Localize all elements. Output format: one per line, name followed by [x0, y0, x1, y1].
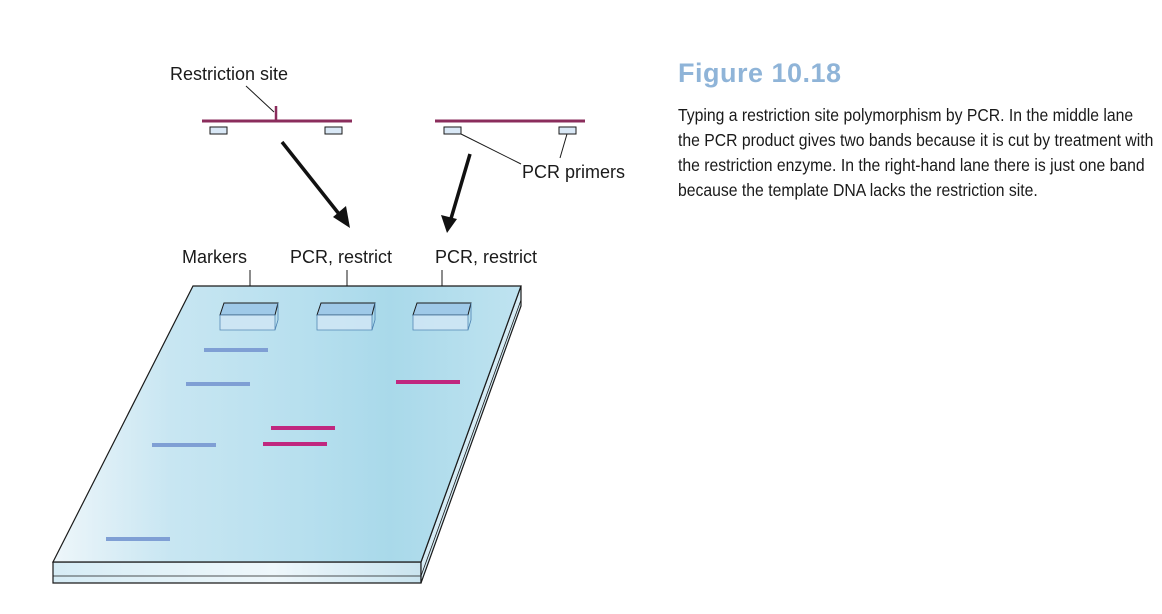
- restriction-site-label: Restriction site: [170, 64, 288, 84]
- dna-without-site: [435, 119, 585, 135]
- well-right: [412, 302, 472, 331]
- primer-right-2: [558, 126, 577, 135]
- well-markers: [219, 302, 279, 331]
- pcr-gel-diagram: Restriction site PCR primers Markers PCR…: [52, 64, 625, 584]
- well-middle: [316, 302, 376, 331]
- primer-left-1: [209, 126, 228, 135]
- figure-text: Figure 10.18 Typing a restriction site p…: [678, 58, 1158, 203]
- gel-slab: [52, 285, 522, 584]
- arrow-to-middle-lane: [280, 140, 350, 228]
- gel-top-surface: [52, 285, 522, 563]
- primer-leader-2: [559, 133, 568, 159]
- primer-leader-1: [460, 133, 522, 165]
- figure-caption: Typing a restriction site polymorphism b…: [678, 105, 1154, 200]
- primer-right-1: [443, 126, 462, 135]
- gel-front-edge: [52, 561, 422, 584]
- restriction-site-leader: [245, 85, 275, 113]
- primer-left-2: [324, 126, 343, 135]
- pcr-primers-label: PCR primers: [522, 162, 625, 182]
- arrow-to-right-lane: [441, 153, 472, 233]
- lane-label-markers: Markers: [182, 247, 247, 267]
- figure-title: Figure 10.18: [678, 58, 842, 88]
- dna-with-site: [202, 106, 352, 135]
- lane-label-middle: PCR, restrict: [290, 247, 392, 267]
- lane-label-right: PCR, restrict: [435, 247, 537, 267]
